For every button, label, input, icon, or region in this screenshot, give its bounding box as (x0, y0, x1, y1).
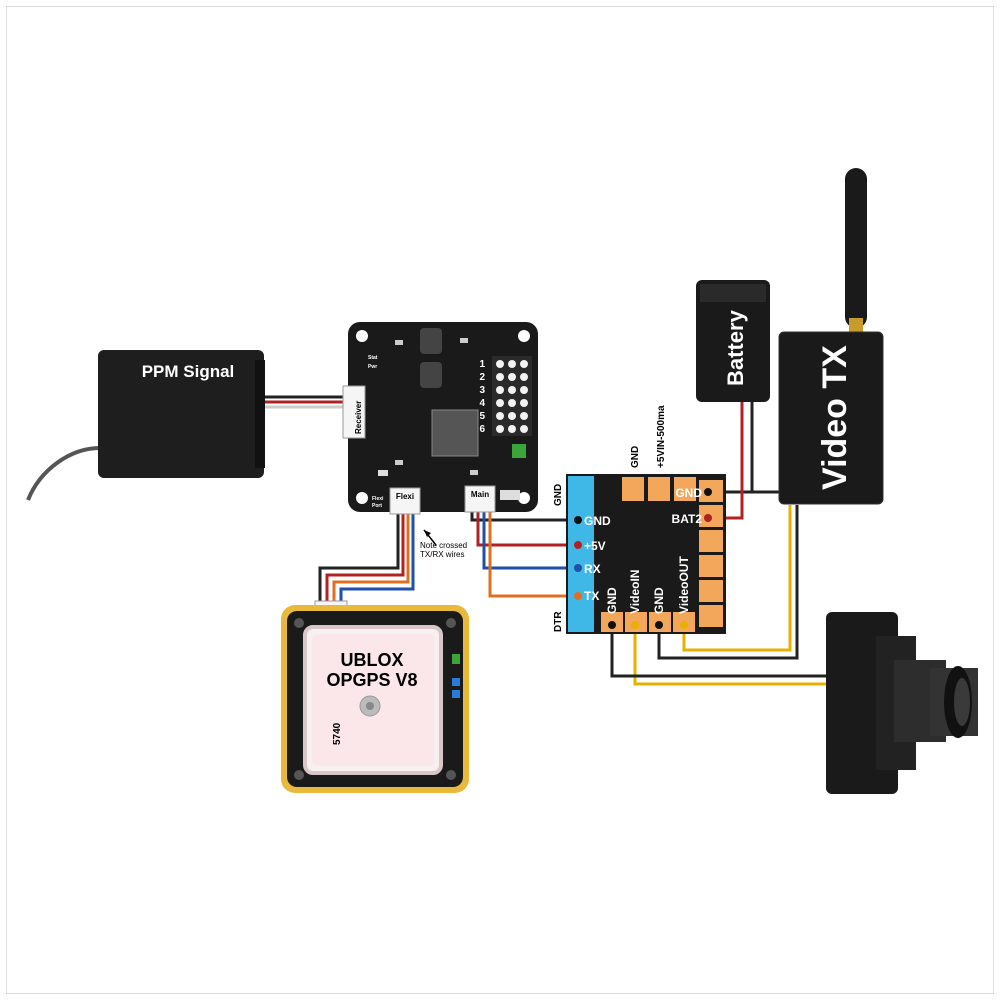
fc-receiver-port-label: Receiver (354, 401, 363, 434)
osd-pin-video-in: VideoIN (628, 570, 642, 614)
wires (26, 395, 830, 686)
fc-output-5: 5 (479, 411, 485, 422)
fc-header-pin (508, 360, 516, 368)
osd-pin-5v: +5V (584, 539, 606, 553)
osd-blue-pad (568, 530, 592, 553)
gps-module: UBLOX OPGPS V8 5740 (281, 600, 469, 793)
video-transmitter: Video TX (778, 168, 884, 505)
fc-header-pin (520, 373, 528, 381)
fc-header-pin (508, 386, 516, 394)
fc-header-pin (496, 399, 504, 407)
osd-top-pad (622, 477, 644, 501)
gnd-cam-wire-black (610, 625, 830, 678)
fc-flexi-small-label: Flexi (372, 496, 384, 502)
osd-blue-pad (568, 608, 592, 631)
main-osd-wire-blue (482, 512, 578, 570)
osd-right-pad (699, 555, 723, 577)
receiver-antenna-wire (26, 446, 101, 501)
fc-header-pin (520, 425, 528, 433)
main-osd-wire-black (470, 512, 578, 522)
osd-top-5vin-label: +5VIN-500ma (656, 405, 667, 468)
fc-output-6: 6 (479, 424, 485, 435)
video-in-wire-yellow (633, 625, 830, 686)
fc-port-small-label: Port (372, 503, 382, 509)
gnd-vtx-wire-black (657, 505, 799, 660)
fc-pwr-label: Pwr (368, 364, 377, 370)
osd-top-gnd-label: GND (630, 446, 641, 468)
osd-right-pad (699, 605, 723, 627)
osd-pin-video-out: VideoOUT (677, 556, 691, 614)
fc-header-pin (508, 399, 516, 407)
osd-pin-rx: RX (584, 562, 601, 576)
fc-pin-header (492, 356, 532, 436)
note-line-1: Note crossed (420, 541, 467, 550)
fc-pin-dots (496, 360, 528, 433)
osd-pin-gnd-bottom-2: GND (652, 587, 666, 614)
main-osd-wire-red (476, 512, 578, 547)
fc-header-pin (520, 386, 528, 394)
osd-right-pad (699, 530, 723, 552)
fc-stat-label: Stat (368, 355, 378, 361)
fc-header-pin (508, 412, 516, 420)
gps-brand-line: UBLOX (341, 650, 404, 670)
fc-output-1: 1 (479, 359, 485, 370)
osd-right-pad (699, 580, 723, 602)
osd-pin-bat2: BAT2 (672, 512, 703, 526)
battery: Battery (696, 280, 770, 402)
osd-blue-pad (568, 478, 592, 501)
fc-output-numbers: 1 2 3 4 5 6 (479, 359, 485, 435)
osd-top-pad (674, 477, 696, 501)
fc-header-pin (508, 373, 516, 381)
osd-top-pads (622, 477, 696, 501)
osd-left-dtr-label: DTR (553, 611, 564, 632)
fc-header-pin (520, 360, 528, 368)
fc-header-pin (520, 399, 528, 407)
receiver-label: PPM Signal (142, 362, 235, 381)
main-osd-wire-orange (488, 512, 578, 598)
fc-header-pin (520, 412, 528, 420)
fc-output-2: 2 (479, 372, 485, 383)
fc-main-port-label: Main (471, 490, 489, 499)
osd-pin-gnd-bottom-1: GND (605, 587, 619, 614)
osd-right-pads (699, 480, 723, 627)
flexi-gps-wire-orange (332, 514, 410, 605)
fpv-camera (826, 612, 978, 794)
fc-header-pin (496, 373, 504, 381)
fc-header-pin (496, 386, 504, 394)
osd-board: GND +5V RX TX GND BAT2 GND VideoIN GND V… (566, 474, 726, 634)
gps-code-label: 5740 (332, 722, 343, 745)
fc-output-3: 3 (479, 385, 485, 396)
note-line-2: TX/RX wires (420, 550, 464, 559)
fc-output-4: 4 (479, 398, 485, 409)
fc-header-pin (496, 412, 504, 420)
fc-header-pin (496, 360, 504, 368)
osd-pin-gnd-left: GND (584, 514, 611, 528)
flexi-gps-wire-blue (339, 514, 415, 605)
osd-blue-pad (568, 504, 592, 527)
osd-blue-pad-grid (568, 478, 592, 631)
flight-controller-board: Receiver 1 2 3 4 5 6 Stat Pwr Flexi (342, 322, 538, 515)
image-frame (6, 6, 994, 994)
fc-header-pin (496, 425, 504, 433)
video-tx-label: Video TX (816, 345, 854, 490)
ppm-receiver: PPM Signal (98, 350, 265, 478)
battery-label: Battery (723, 309, 748, 386)
flexi-gps-wire-black (318, 514, 400, 605)
fc-flexi-port-label: Flexi (396, 492, 414, 501)
flexi-gps-wire-red (325, 514, 405, 605)
fc-header-pin (508, 425, 516, 433)
osd-pin-gnd-right: GND (675, 486, 702, 500)
gps-model-line: OPGPS V8 (326, 670, 417, 690)
video-out-wire-yellow (682, 505, 792, 652)
osd-top-pad (648, 477, 670, 501)
osd-left-gnd-label: GND (553, 484, 564, 506)
osd-pin-tx: TX (584, 589, 599, 603)
crossed-wires-note: Note crossed TX/RX wires (420, 529, 467, 559)
